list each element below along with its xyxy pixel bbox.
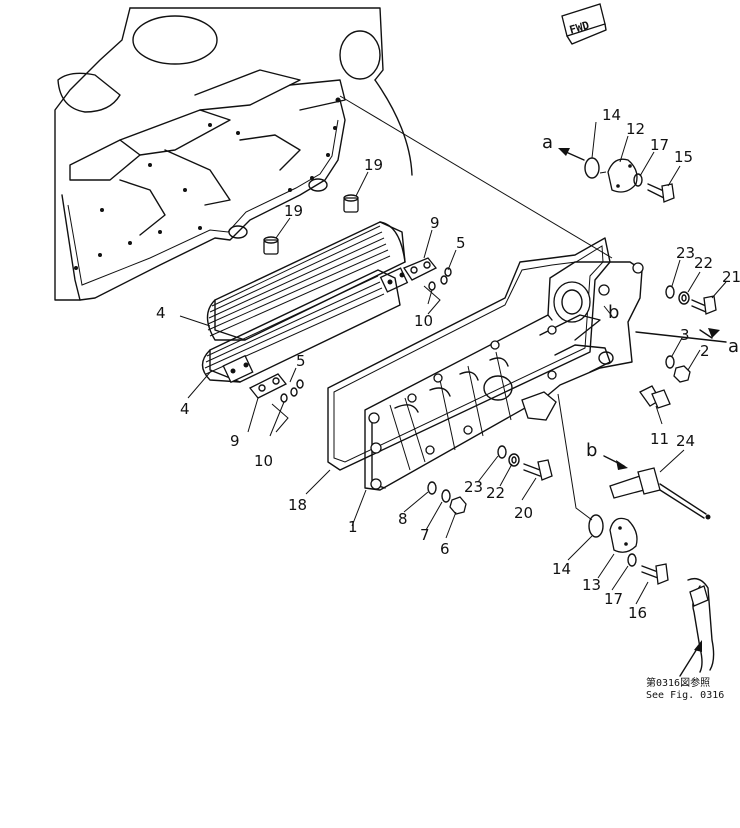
flange-13 [609, 517, 638, 553]
part-label: 1 [348, 518, 358, 536]
gasket-9-lower [248, 373, 288, 399]
part-label: 22 [694, 254, 713, 272]
bolt-21 [691, 295, 717, 315]
part-label: 22 [486, 484, 505, 502]
o-rings-5-lower [280, 379, 304, 403]
part-label: 10 [414, 312, 433, 330]
part-label: 19 [364, 156, 383, 174]
washer-23-right [665, 285, 675, 299]
part-label: 12 [626, 120, 645, 138]
nut-2 [673, 365, 691, 383]
part-label: 11 [650, 430, 669, 448]
gasket-9-upper [403, 257, 438, 281]
hose-assembly [687, 577, 715, 673]
bolt-16 [641, 563, 669, 585]
bolt-20 [523, 459, 553, 481]
bolt-15 [647, 183, 675, 203]
oil-cooler-cover-1 [364, 261, 644, 491]
nut-6 [449, 496, 467, 515]
cover-plate-12 [607, 158, 638, 193]
part-label: 21 [722, 268, 740, 286]
washer-17-upper [633, 173, 643, 187]
part-label: 14 [552, 560, 571, 578]
o-ring-14-lower [588, 514, 604, 538]
cover-gasket-18 [327, 237, 611, 471]
part-label: 14 [602, 106, 621, 124]
part-label: 15 [674, 148, 693, 166]
washer-3 [665, 355, 675, 369]
part-label: 4 [180, 400, 190, 418]
part-label: 6 [440, 540, 450, 558]
o-rings-5-upper [428, 267, 452, 291]
connector-pipe-19-lower [263, 236, 279, 255]
reference-note: 第0316図参照 See Fig. 0316 [646, 676, 724, 701]
fwd-label: FWD [568, 19, 591, 37]
part-label: 18 [288, 496, 307, 514]
part-label: 23 [676, 244, 695, 262]
view-marker-b-right: b [586, 440, 597, 461]
part-label: 3 [680, 326, 690, 344]
part-label: 10 [254, 452, 273, 470]
washer-23-bottom [497, 445, 507, 459]
part-label: 9 [430, 214, 440, 232]
washer-22-bottom [508, 453, 520, 467]
part-label: 13 [582, 576, 601, 594]
part-label: 5 [456, 234, 466, 252]
o-ring-14-upper [584, 157, 600, 179]
part-label: 2 [700, 342, 710, 360]
part-label: 24 [676, 432, 695, 450]
plug-11 [639, 385, 671, 409]
reference-note-jp: 第0316図参照 [646, 676, 710, 689]
part-label: 20 [514, 504, 533, 522]
washer-17-lower [627, 553, 637, 567]
washer-8 [427, 481, 437, 495]
washer-22-right [678, 291, 690, 305]
fwd-direction-tag: FWD [561, 3, 607, 45]
part-label: 5 [296, 352, 306, 370]
part-label: 17 [604, 590, 623, 608]
part-label: 8 [398, 510, 408, 528]
leader-lines [179, 95, 727, 677]
engine-block [54, 7, 413, 301]
part-label: 4 [156, 304, 166, 322]
part-label: 16 [628, 604, 647, 622]
view-markers: a a b b [542, 132, 739, 461]
part-label: 9 [230, 432, 240, 450]
reference-note-en: See Fig. 0316 [646, 690, 724, 701]
view-marker-a-upper: a [542, 132, 553, 153]
oil-cooler-element-lower [201, 269, 401, 384]
view-marker-a-right: a [728, 336, 739, 357]
part-label: 19 [284, 202, 303, 220]
connector-pipe-19-upper [343, 194, 359, 213]
sensor-24 [609, 467, 711, 520]
oil-cooler-element-upper [206, 221, 409, 341]
part-label: 7 [420, 526, 430, 544]
washer-7 [441, 489, 451, 503]
part-number-labels: 1 2 3 4 4 5 5 6 7 8 9 9 10 10 11 12 13 1… [156, 106, 740, 622]
part-label: 17 [650, 136, 669, 154]
view-marker-b-cover: b [608, 302, 619, 323]
part-label: 23 [464, 478, 483, 496]
